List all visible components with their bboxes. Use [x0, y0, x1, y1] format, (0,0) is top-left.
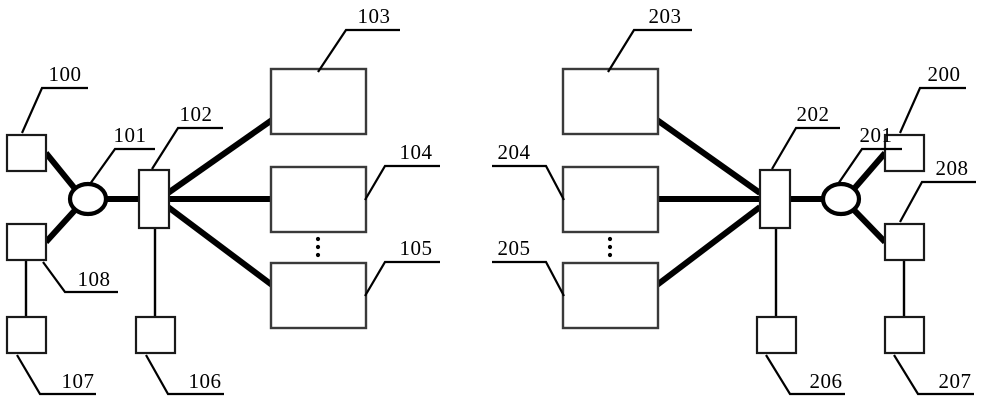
ref-label-101: 101 [114, 123, 147, 147]
ref-label-106: 106 [189, 369, 222, 393]
ref-label-102: 102 [180, 102, 213, 126]
ref-label-104: 104 [400, 140, 433, 164]
leader-107 [16, 354, 96, 396]
node-206-terminal[interactable] [755, 315, 798, 355]
link-208-to-201 [850, 206, 888, 245]
node-106-terminal[interactable] [134, 315, 177, 355]
link-200-to-201 [850, 151, 888, 192]
link-100-to-101 [43, 151, 79, 192]
ref-label-100: 100 [49, 62, 82, 86]
ref-label-107: 107 [62, 369, 95, 393]
node-103-server[interactable] [269, 67, 368, 136]
leader-202 [771, 126, 840, 170]
left-topology: 100 101 102 103 104 105 106 107 108 [5, 4, 440, 396]
ref-label-103: 103 [358, 4, 391, 28]
ref-label-105: 105 [400, 236, 433, 260]
leader-208 [899, 180, 976, 223]
leader-104 [364, 164, 440, 201]
right-topology: 200 201 202 203 204 205 206 207 208 [492, 4, 976, 396]
leader-103 [317, 28, 400, 73]
node-101-hub[interactable] [67, 181, 109, 217]
node-203-server[interactable] [561, 67, 660, 136]
ref-label-206: 206 [810, 369, 843, 393]
left-vertical-ellipsis [315, 236, 321, 258]
node-100-terminal[interactable] [5, 133, 48, 173]
ref-label-108: 108 [78, 267, 111, 291]
node-202-switch[interactable] [758, 168, 792, 230]
leader-205 [492, 260, 565, 297]
ref-label-207: 207 [939, 369, 972, 393]
leader-204 [492, 164, 565, 201]
leader-100 [20, 86, 88, 134]
ref-label-202: 202 [797, 102, 830, 126]
node-208-terminal[interactable] [883, 222, 926, 262]
leader-105 [364, 260, 440, 297]
ref-label-204: 204 [498, 140, 531, 164]
link-202-to-203 [655, 117, 762, 196]
leader-106 [145, 354, 224, 396]
link-108-to-101 [43, 206, 79, 245]
node-200-terminal[interactable] [883, 133, 926, 173]
leader-108 [42, 261, 118, 294]
ref-label-205: 205 [498, 236, 531, 260]
node-207-terminal[interactable] [883, 315, 926, 355]
node-205-server[interactable] [561, 261, 660, 330]
link-102-to-103 [166, 117, 274, 196]
link-202-to-205 [655, 204, 762, 288]
right-vertical-ellipsis [607, 236, 613, 258]
leader-206 [765, 354, 845, 396]
node-107-terminal[interactable] [5, 315, 48, 355]
node-201-hub[interactable] [820, 181, 862, 217]
node-104-server[interactable] [269, 165, 368, 234]
node-105-server[interactable] [269, 261, 368, 330]
node-108-terminal[interactable] [5, 222, 48, 262]
leader-102 [151, 126, 223, 170]
leader-203 [607, 28, 692, 73]
link-102-to-105 [166, 204, 274, 288]
ref-label-208: 208 [936, 156, 969, 180]
ref-label-201: 201 [860, 123, 893, 147]
leader-201 [837, 147, 902, 185]
node-204-server[interactable] [561, 165, 660, 234]
ref-label-203: 203 [649, 4, 682, 28]
leader-101 [89, 147, 155, 185]
ref-label-200: 200 [928, 62, 961, 86]
leader-200 [898, 86, 966, 134]
node-102-switch[interactable] [137, 168, 171, 230]
leader-207 [893, 354, 974, 396]
